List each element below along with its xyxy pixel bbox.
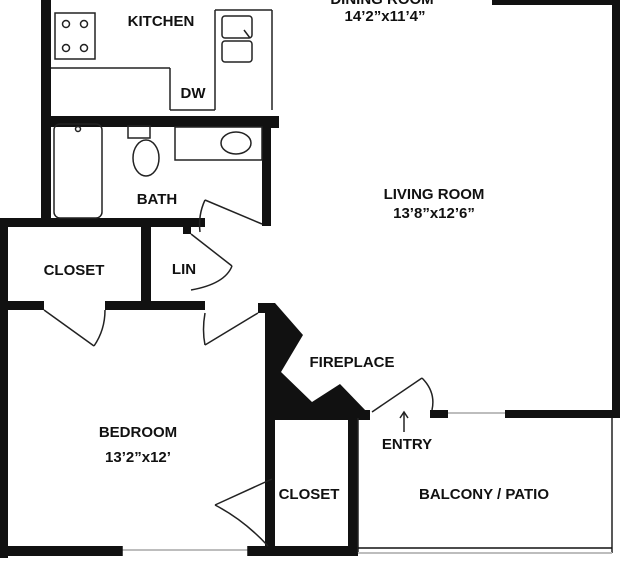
living-room-dims: 13’8”x12’6”: [393, 205, 475, 222]
linen-name: LIN: [172, 261, 196, 278]
fixtures: [51, 9, 613, 553]
fireplace-name: FIREPLACE: [309, 354, 394, 371]
room-labels: DINING ROOM 14’2”x11’4” KITCHEN DW BATH …: [44, 0, 550, 503]
kitchen-name: KITCHEN: [128, 13, 195, 30]
dining-room-name: DINING ROOM: [330, 0, 433, 8]
closet-upper-name: CLOSET: [44, 262, 105, 279]
bedroom-name: BEDROOM: [99, 424, 177, 441]
dishwasher-name: DW: [181, 85, 207, 102]
walls: [0, 0, 620, 558]
bedroom-dims: 13’2”x12’: [105, 449, 171, 466]
closet-lower-name: CLOSET: [279, 486, 340, 503]
entry-name: ENTRY: [382, 436, 432, 453]
living-room-name: LIVING ROOM: [384, 186, 485, 203]
bath-name: BATH: [137, 191, 178, 208]
doors: [43, 199, 434, 547]
dining-room-dims: 14’2”x11’4”: [345, 8, 426, 25]
balcony-name: BALCONY / PATIO: [419, 486, 549, 503]
windows: [122, 412, 612, 554]
window-frames: [121, 546, 612, 556]
